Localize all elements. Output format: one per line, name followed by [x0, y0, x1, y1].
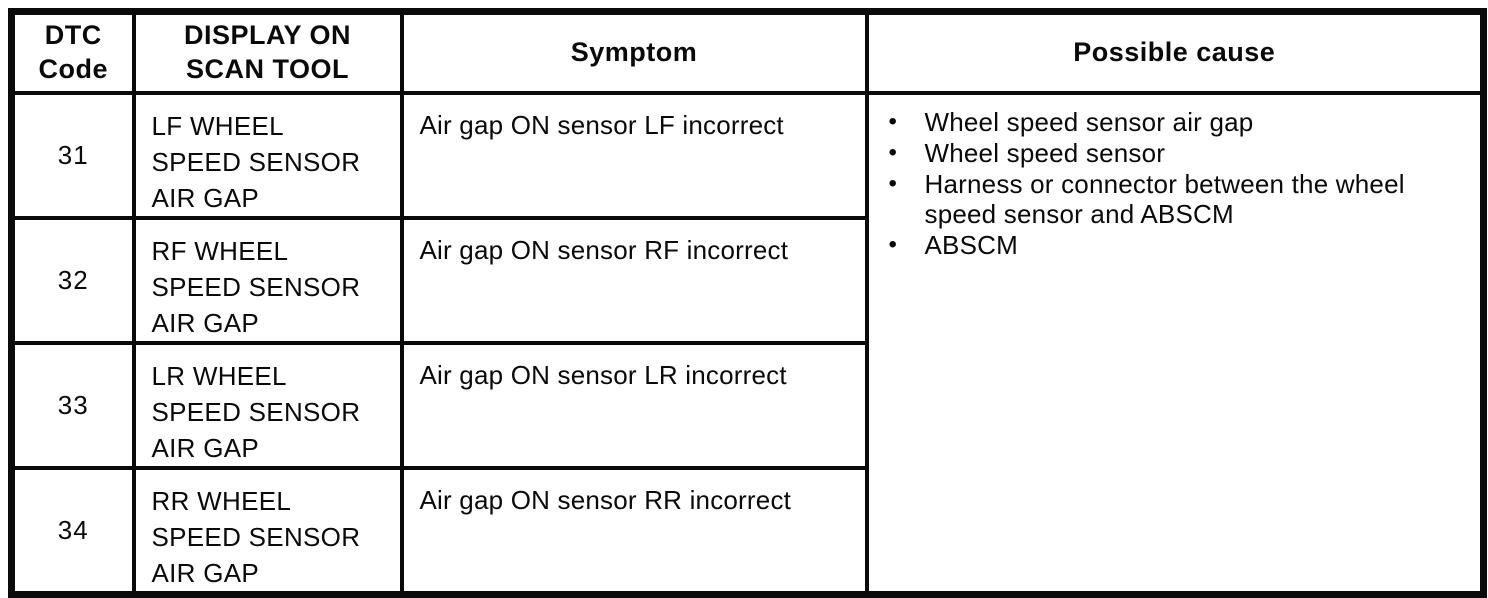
table-row-dtc-32: 32 RF WHEEL SPEED SENSOR AIR GAP Air gap… [9, 215, 1484, 345]
list-item: • ABSCM [883, 230, 1469, 260]
scanned-manual-page: DTC Code DISPLAY ON SCAN TOOL Symptom Po… [8, 8, 1487, 598]
col-header-dtc-code: DTC Code [9, 9, 136, 95]
dtc-code-value: 34 [9, 465, 136, 596]
dtc-code-value: 33 [9, 340, 136, 470]
symptom-value: Air gap ON sensor LR incorrect [399, 340, 869, 470]
dtc-code-value: 31 [9, 90, 136, 220]
col-header-symptom: Symptom [399, 9, 869, 95]
possible-cause-cell: • Wheel speed sensor air gap • Wheel spe… [864, 90, 1486, 596]
symptom-value: Air gap ON sensor RR incorrect [399, 465, 869, 596]
table-row-dtc-31: 31 LF WHEEL SPEED SENSOR AIR GAP Air gap… [9, 90, 1486, 596]
table-row-dtc-33: 33 LR WHEEL SPEED SENSOR AIR GAP Air gap… [9, 340, 1484, 470]
dtc-table: DTC Code DISPLAY ON SCAN TOOL Symptom Po… [8, 8, 1487, 598]
scan-tool-display-value: LF WHEEL SPEED SENSOR AIR GAP [131, 90, 404, 220]
dtc-code-value: 32 [9, 215, 136, 345]
cause-text: Wheel speed sensor [924, 137, 1166, 168]
cause-text: Harness or connector between the wheel s… [924, 168, 1405, 229]
symptom-value: Air gap ON sensor LF incorrect [399, 90, 869, 220]
list-item: • Wheel speed sensor air gap [883, 107, 1469, 137]
cause-text: Wheel speed sensor air gap [924, 106, 1254, 137]
list-item: • Wheel speed sensor [883, 138, 1469, 168]
bullet-icon: • [888, 107, 898, 135]
bullet-icon: • [888, 169, 898, 197]
list-item: • Harness or connector between the wheel… [883, 169, 1469, 229]
col-header-display-on-scan-tool: DISPLAY ON SCAN TOOL [131, 9, 404, 95]
cause-text: ABSCM [924, 229, 1018, 260]
bullet-icon: • [888, 230, 898, 258]
symptom-value: Air gap ON sensor RF incorrect [399, 215, 869, 345]
header-row: DTC Code DISPLAY ON SCAN TOOL Symptom Po… [9, 9, 1486, 95]
scan-tool-display-value: LR WHEEL SPEED SENSOR AIR GAP [131, 340, 404, 470]
bullet-icon: • [888, 138, 898, 166]
col-header-possible-cause: Possible cause [864, 9, 1486, 95]
scan-tool-display-value: RR WHEEL SPEED SENSOR AIR GAP [131, 465, 404, 596]
scan-tool-display-value: RF WHEEL SPEED SENSOR AIR GAP [131, 215, 404, 345]
possible-cause-list: • Wheel speed sensor air gap • Wheel spe… [883, 107, 1469, 260]
